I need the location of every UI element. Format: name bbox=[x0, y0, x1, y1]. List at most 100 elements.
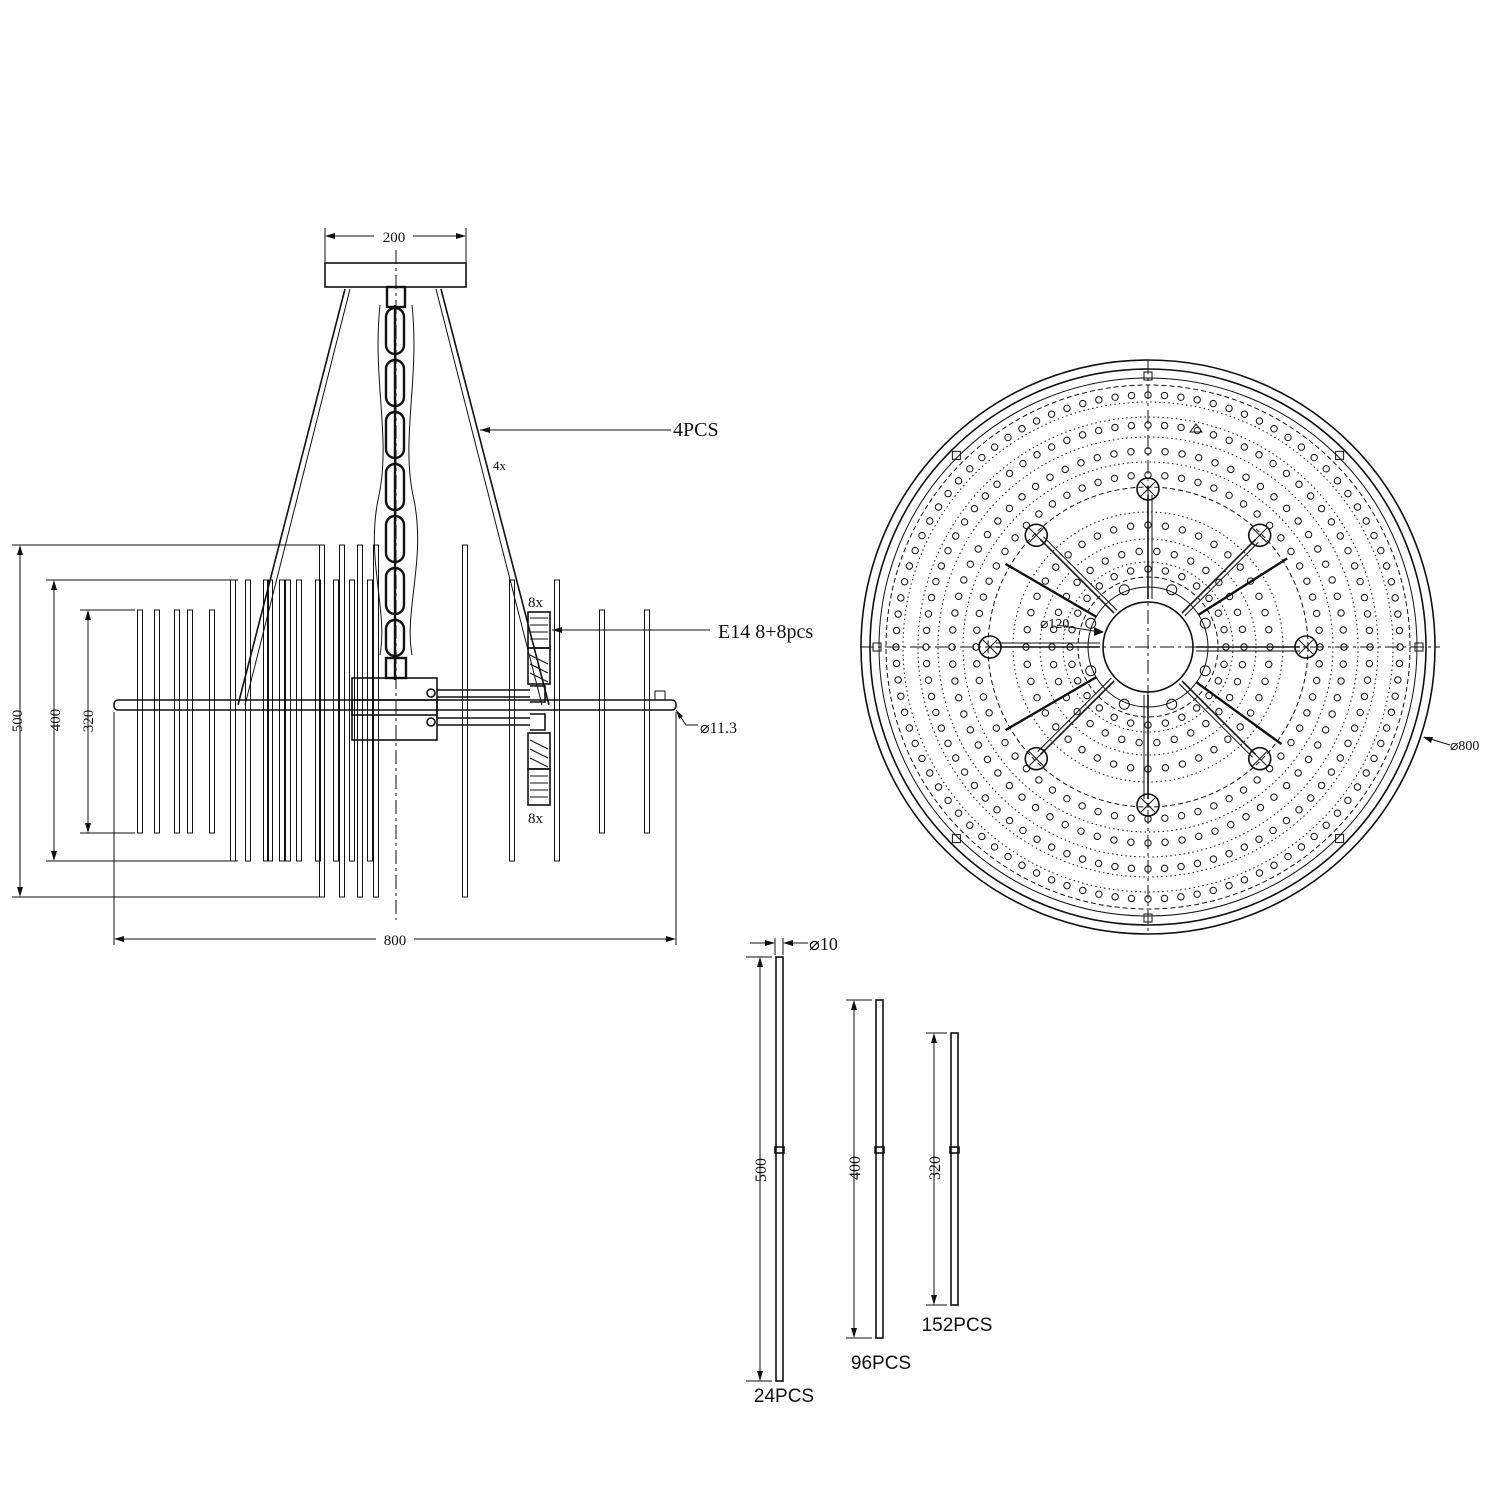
bead bbox=[1005, 469, 1014, 478]
bead bbox=[894, 676, 902, 684]
bead bbox=[1370, 754, 1378, 763]
rod bbox=[644, 609, 650, 834]
bead bbox=[1078, 484, 1086, 492]
bead bbox=[1127, 472, 1135, 480]
bead bbox=[1078, 855, 1087, 863]
rod bbox=[267, 579, 273, 862]
bead bbox=[1284, 852, 1292, 861]
bead bbox=[1052, 723, 1060, 731]
bead bbox=[1022, 764, 1031, 773]
bead bbox=[905, 562, 914, 570]
bead bbox=[1193, 890, 1201, 898]
bead bbox=[1236, 563, 1244, 571]
bead bbox=[1061, 465, 1069, 474]
rod bbox=[174, 609, 180, 834]
bead bbox=[1277, 534, 1285, 542]
bead bbox=[1178, 526, 1187, 534]
bead bbox=[1041, 577, 1050, 585]
bead bbox=[1236, 723, 1244, 731]
bead bbox=[994, 517, 1002, 525]
rod bbox=[209, 609, 215, 834]
bead bbox=[1095, 582, 1104, 590]
rod bbox=[285, 579, 291, 862]
bead bbox=[1321, 726, 1330, 734]
bead bbox=[1282, 504, 1291, 513]
bead bbox=[1363, 610, 1372, 618]
bead bbox=[1161, 814, 1169, 822]
bead bbox=[1270, 861, 1278, 869]
bead bbox=[932, 708, 940, 717]
bead bbox=[918, 754, 926, 763]
bead bbox=[1111, 862, 1119, 871]
bead bbox=[911, 739, 919, 748]
bead bbox=[1333, 477, 1342, 485]
bead bbox=[973, 626, 981, 634]
bead bbox=[897, 594, 905, 602]
bead bbox=[1126, 522, 1135, 530]
bead bbox=[1001, 547, 1009, 556]
bead bbox=[1018, 793, 1026, 801]
bead bbox=[1033, 592, 1041, 601]
bead bbox=[1240, 876, 1249, 884]
bead bbox=[1111, 393, 1119, 401]
bead bbox=[1339, 626, 1347, 634]
bead bbox=[954, 694, 963, 702]
rod bbox=[230, 579, 236, 862]
hub-socket bbox=[1085, 665, 1097, 677]
hub-socket bbox=[1085, 617, 1097, 629]
height-320-label: 320 bbox=[81, 710, 97, 733]
bead bbox=[1160, 421, 1169, 430]
bead bbox=[918, 531, 926, 540]
support-arm bbox=[1004, 562, 1097, 618]
bead bbox=[1202, 719, 1210, 728]
bead bbox=[1339, 660, 1347, 668]
side-rods bbox=[137, 544, 650, 898]
bead bbox=[1078, 431, 1087, 439]
bead bbox=[1210, 745, 1218, 754]
rod-400-quantity: 96PCS bbox=[851, 1353, 911, 1374]
rod bbox=[357, 544, 363, 898]
bead bbox=[1253, 776, 1261, 784]
bead bbox=[1177, 423, 1185, 432]
bead bbox=[1270, 425, 1278, 433]
bead bbox=[1225, 491, 1233, 500]
rod bbox=[349, 579, 355, 862]
bead bbox=[1363, 676, 1372, 684]
bead bbox=[1018, 425, 1026, 433]
bead bbox=[1093, 453, 1101, 462]
bead bbox=[1033, 693, 1041, 702]
bead bbox=[1153, 547, 1161, 556]
bead bbox=[1033, 451, 1041, 459]
rod bbox=[315, 579, 321, 862]
bead bbox=[1238, 660, 1247, 669]
bead bbox=[1177, 393, 1185, 401]
overall-width-label: 800 bbox=[384, 933, 407, 949]
bead bbox=[1255, 417, 1264, 425]
bead bbox=[892, 659, 901, 668]
bead bbox=[937, 724, 946, 732]
bead bbox=[1312, 676, 1321, 685]
bead bbox=[1265, 625, 1273, 634]
bead bbox=[985, 577, 993, 585]
bead bbox=[1192, 704, 1201, 712]
rod bbox=[154, 609, 160, 834]
bulb-top-count: 8x bbox=[528, 595, 544, 611]
bead bbox=[1322, 821, 1330, 829]
bead bbox=[1312, 609, 1321, 618]
socket-cup bbox=[1024, 523, 1049, 548]
bead bbox=[1307, 794, 1315, 802]
hub-socket bbox=[1166, 698, 1178, 710]
bead bbox=[1225, 693, 1234, 702]
bead bbox=[1227, 820, 1235, 829]
bead bbox=[1094, 807, 1102, 816]
bead bbox=[1365, 626, 1374, 635]
bead bbox=[1110, 450, 1118, 458]
bead bbox=[1109, 526, 1118, 534]
bead bbox=[1073, 578, 1081, 587]
arm bbox=[1039, 680, 1115, 756]
rod bbox=[509, 579, 515, 862]
bead bbox=[1110, 713, 1118, 721]
bead bbox=[1187, 557, 1195, 565]
cables-label: 4PCS bbox=[673, 419, 719, 441]
